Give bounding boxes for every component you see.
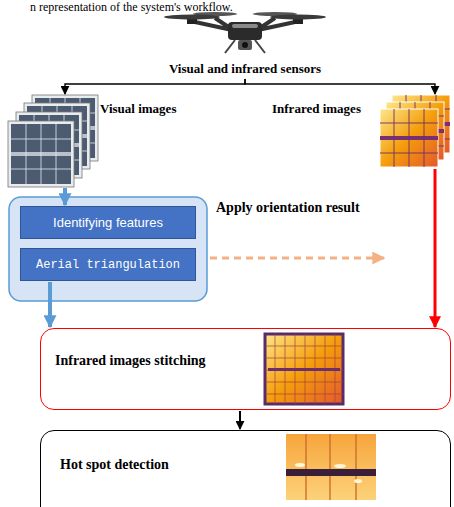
node-text: Identifying features bbox=[53, 215, 163, 230]
process-box: Aerial triangulation bbox=[20, 248, 196, 281]
node-text: Visual and infrared sensors bbox=[169, 61, 321, 77]
hot-spot-image bbox=[286, 434, 376, 500]
node-text: Aerial triangulation bbox=[36, 258, 180, 272]
process-box: Hot spot detection bbox=[40, 430, 451, 507]
flow-arrow bbox=[434, 169, 437, 327]
dashed-arrow bbox=[210, 257, 384, 260]
flow-arrow bbox=[245, 79, 435, 94]
drone-picture bbox=[164, 12, 326, 53]
node-text: Visual images bbox=[100, 101, 176, 117]
process-box: Infrared images stitching bbox=[40, 328, 451, 410]
image-set: Visual images bbox=[8, 95, 198, 187]
sensor-label: Visual and infrared sensors bbox=[150, 60, 340, 78]
arrow-label: Apply orientation result bbox=[216, 200, 360, 216]
process-box: Identifying features bbox=[20, 206, 196, 239]
image-set: Infrared images bbox=[272, 95, 452, 168]
node-text: Hot spot detection bbox=[60, 457, 169, 473]
node-text: Infrared images bbox=[272, 101, 361, 117]
flow-arrow bbox=[48, 282, 52, 327]
flow-arrow bbox=[65, 79, 245, 94]
visual-image-stack bbox=[8, 95, 98, 187]
flow-arrow bbox=[63, 188, 67, 205]
caption-text: n representation of the system's workflo… bbox=[30, 0, 233, 15]
flow-arrow bbox=[239, 411, 241, 429]
node-text: Infrared images stitching bbox=[55, 353, 206, 369]
infrared-image-stack bbox=[380, 95, 450, 167]
group-box bbox=[9, 197, 207, 301]
stitched-image bbox=[265, 334, 343, 404]
